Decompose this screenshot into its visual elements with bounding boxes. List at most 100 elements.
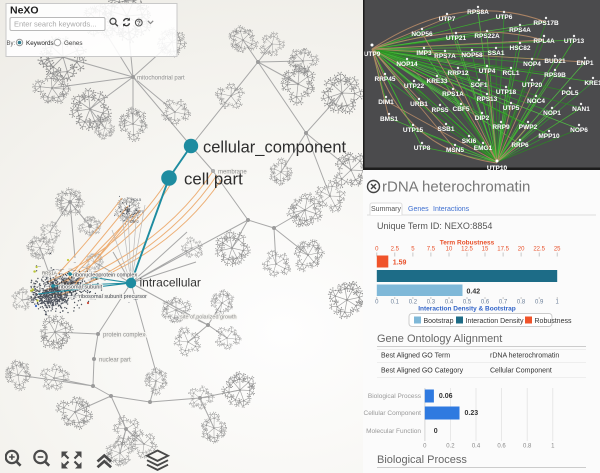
svg-text:UTP20: UTP20	[522, 82, 543, 89]
svg-text:site of polarized growth: site of polarized growth	[180, 315, 237, 321]
svg-text:ribonucleoprotein complex: ribonucleoprotein complex	[73, 273, 137, 279]
svg-text:1: 1	[556, 300, 560, 306]
svg-text:0.4: 0.4	[472, 444, 481, 450]
svg-text:POL5: POL5	[562, 90, 579, 97]
svg-text:Bootstrap: Bootstrap	[424, 318, 454, 325]
svg-text:UTP4: UTP4	[479, 68, 496, 75]
svg-text:NeXO: NeXO	[10, 5, 39, 17]
svg-text:UTP7: UTP7	[439, 16, 456, 23]
svg-text:0.7: 0.7	[499, 300, 508, 306]
svg-text:0.8: 0.8	[517, 300, 526, 306]
svg-text:DIP2: DIP2	[130, 219, 140, 224]
svg-text:RPS8A: RPS8A	[467, 9, 489, 16]
svg-text:Unique Term ID: NEXO:8854: Unique Term ID: NEXO:8854	[377, 221, 492, 231]
svg-text:IMP3: IMP3	[416, 50, 432, 57]
svg-text:0.2: 0.2	[409, 300, 418, 306]
svg-text:Biological Process: Biological Process	[377, 454, 467, 466]
svg-text:cell part: cell part	[184, 170, 243, 189]
svg-text:KRE1: KRE1	[584, 80, 600, 87]
svg-text:UTP5: UTP5	[503, 105, 520, 112]
svg-text:0.42: 0.42	[467, 289, 481, 296]
svg-text:Genes: Genes	[64, 40, 83, 47]
svg-text:SOF1: SOF1	[471, 82, 488, 89]
svg-text:RPS5: RPS5	[432, 107, 449, 114]
svg-text:Cellular Component: Cellular Component	[490, 368, 552, 375]
svg-text:RPS22A: RPS22A	[474, 33, 500, 40]
svg-text:RPS7A: RPS7A	[434, 53, 456, 60]
svg-text:RPS17B: RPS17B	[533, 20, 559, 27]
svg-text:0: 0	[434, 428, 438, 435]
svg-text:By:: By:	[7, 41, 16, 47]
svg-text:BUD21: BUD21	[544, 58, 566, 65]
svg-text:NOC4: NOC4	[527, 98, 545, 105]
svg-text:Interaction Density & Bootstra: Interaction Density & Bootstrap	[418, 306, 516, 313]
svg-text:UTP10: UTP10	[487, 165, 508, 170]
svg-text:Best Aligned GO Term: Best Aligned GO Term	[381, 353, 450, 360]
svg-text:UTP9: UTP9	[364, 51, 381, 58]
svg-text:RRP45: RRP45	[375, 76, 396, 83]
svg-text:Genes: Genes	[408, 206, 429, 213]
svg-text:EMG1: EMG1	[474, 145, 493, 152]
svg-text:UTP21: UTP21	[446, 35, 467, 42]
svg-text:RPS13: RPS13	[477, 96, 498, 103]
svg-text:DIP2: DIP2	[475, 115, 490, 122]
svg-text:CBF5: CBF5	[134, 209, 145, 214]
svg-text:KRE33: KRE33	[427, 78, 448, 85]
svg-text:Molecular Function: Molecular Function	[366, 428, 421, 435]
svg-text:ribosomal subunit precursor: ribosomal subunit precursor	[79, 294, 147, 300]
svg-text:intracellular: intracellular	[140, 276, 201, 290]
svg-text:URB1: URB1	[410, 101, 428, 108]
svg-text:Best Aligned GO Category: Best Aligned GO Category	[381, 368, 464, 375]
svg-text:MPP10: MPP10	[538, 133, 560, 140]
svg-text:DIM1: DIM1	[378, 99, 394, 106]
svg-text:NOP4: NOP4	[523, 61, 541, 68]
svg-text:membrane: membrane	[218, 170, 247, 176]
svg-text:nuclear part: nuclear part	[99, 358, 131, 364]
svg-text:5: 5	[411, 247, 415, 253]
svg-text:Enter search keywords...: Enter search keywords...	[14, 20, 97, 29]
svg-text:UTP22: UTP22	[404, 83, 425, 90]
svg-text:RPS4A: RPS4A	[509, 27, 531, 34]
svg-text:?: ?	[137, 21, 141, 27]
svg-text:CBF5: CBF5	[453, 106, 470, 113]
svg-text:0.5: 0.5	[463, 300, 472, 306]
svg-text:SSB1: SSB1	[438, 126, 455, 133]
svg-text:BMS1: BMS1	[380, 116, 398, 123]
svg-text:0.4: 0.4	[445, 300, 454, 306]
svg-text:UTP15: UTP15	[403, 127, 424, 134]
svg-text:0.9: 0.9	[535, 300, 544, 306]
svg-text:HSC82: HSC82	[510, 45, 531, 52]
svg-text:0.6: 0.6	[481, 300, 490, 306]
svg-text:UTP8: UTP8	[414, 145, 431, 152]
svg-text:Robustness: Robustness	[535, 318, 572, 325]
svg-text:RPS9B: RPS9B	[544, 72, 566, 79]
svg-text:Term Robustness: Term Robustness	[440, 240, 495, 247]
svg-text:UTP6: UTP6	[496, 14, 513, 21]
svg-text:0.1: 0.1	[391, 300, 400, 306]
svg-text:Interactions: Interactions	[433, 206, 470, 213]
svg-text:RPL4A: RPL4A	[533, 38, 555, 45]
svg-text:22.5: 22.5	[533, 247, 545, 253]
svg-text:PWP2: PWP2	[519, 124, 538, 131]
svg-text:RPS1A: RPS1A	[42, 271, 57, 276]
svg-text:POL5: POL5	[131, 197, 142, 202]
svg-text:17.5: 17.5	[497, 247, 509, 253]
svg-text:protein complex: protein complex	[103, 333, 145, 339]
svg-text:7.5: 7.5	[427, 247, 436, 253]
svg-text:cellular_component: cellular_component	[203, 139, 347, 157]
svg-text:15: 15	[482, 247, 489, 253]
svg-text:1: 1	[551, 444, 555, 450]
svg-text:0.23: 0.23	[465, 410, 479, 417]
svg-text:0.8: 0.8	[523, 444, 532, 450]
svg-text:rDNA heterochromatin: rDNA heterochromatin	[382, 179, 530, 196]
svg-text:0.2: 0.2	[446, 444, 455, 450]
svg-text:0: 0	[375, 247, 379, 253]
svg-text:NOP56: NOP56	[411, 31, 433, 38]
svg-text:0.06: 0.06	[439, 393, 453, 400]
svg-text:ribosomal subunit: ribosomal subunit	[59, 285, 103, 291]
svg-text:Biological Process: Biological Process	[368, 393, 422, 400]
svg-text:0: 0	[423, 444, 427, 450]
svg-text:mitochondrial part: mitochondrial part	[137, 76, 185, 82]
svg-text:RRP6: RRP6	[511, 142, 529, 149]
svg-text:SSA1: SSA1	[488, 50, 505, 57]
